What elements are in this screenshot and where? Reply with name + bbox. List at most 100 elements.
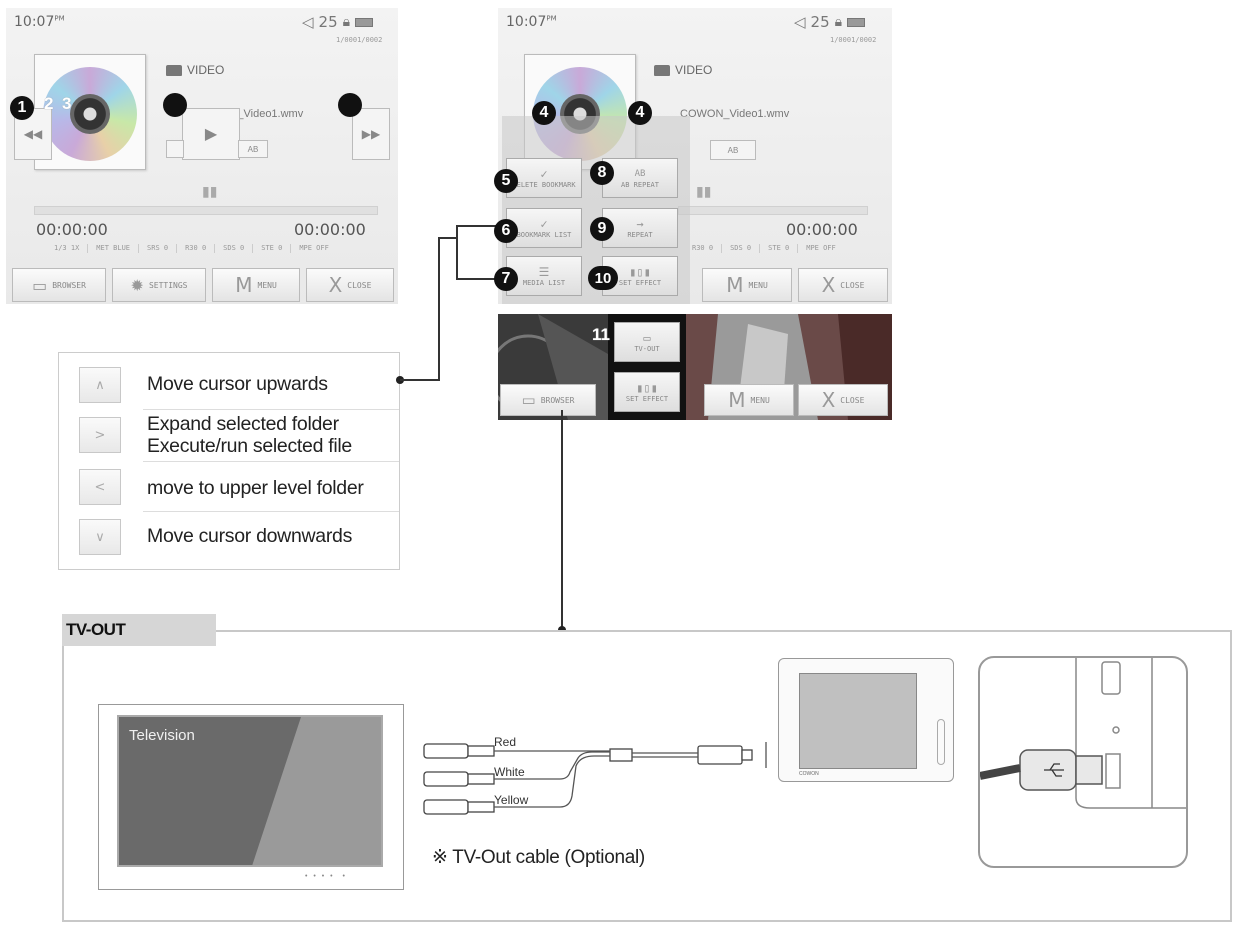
option-button[interactable] xyxy=(166,140,184,158)
menu-icon: M xyxy=(728,388,746,412)
bookmark-list-button[interactable]: ✓BOOKMARK LIST xyxy=(506,208,582,248)
callout-badge-7: 7 xyxy=(494,267,518,291)
tv-out-button[interactable]: ▭TV-OUT xyxy=(614,322,680,362)
ab-button[interactable]: AB xyxy=(710,140,756,160)
forward-button[interactable]: ▶▶ xyxy=(352,108,390,160)
volume-level: 25 xyxy=(318,13,338,31)
equalizer-icon: ▮▯▮ xyxy=(629,264,651,279)
progress-bar[interactable] xyxy=(678,206,868,215)
file-counter: 1/0001/0002 xyxy=(336,36,383,44)
total-time: 00:00:00 xyxy=(294,220,366,239)
file-name: COWON_Video1.wmv xyxy=(680,108,790,120)
settings-button[interactable]: ✹SETTINGS xyxy=(112,268,206,302)
callout-badge-4a: 4 xyxy=(532,101,556,125)
browser-button[interactable]: ▭BROWSER xyxy=(12,268,106,302)
check-icon: ✓ xyxy=(540,166,548,181)
folder-icon: ▭ xyxy=(521,391,536,409)
folder-icon xyxy=(166,64,182,76)
lock-icon: 🔒︎ xyxy=(834,14,843,30)
volume-level: 25 xyxy=(810,13,830,31)
player-device-illustration: COWON xyxy=(778,658,954,782)
callout-number-2: 2 xyxy=(44,94,54,113)
television-illustration: Television • • • • • xyxy=(98,704,404,890)
check-icon: ✓ xyxy=(540,216,548,231)
progress-bar[interactable] xyxy=(34,206,378,215)
media-list-button[interactable]: ☰MEDIA LIST xyxy=(506,256,582,296)
folder-icon xyxy=(654,64,670,76)
legend-text-right-2: Execute/run selected file xyxy=(147,435,352,457)
set-effect-button[interactable]: ▮▯▮SET EFFECT xyxy=(614,372,680,412)
callout-badge-10: 10 xyxy=(588,266,618,290)
status-clock: 10:07PM xyxy=(506,14,557,30)
tv-out-title: TV-OUT xyxy=(62,614,216,646)
status-indicators: ◁ 25 🔒︎ xyxy=(794,13,866,31)
legend-text-left: move to upper level folder xyxy=(147,477,364,499)
legend-text-right: Expand selected folder xyxy=(147,413,339,435)
tv-indicator-dots: • • • • • xyxy=(305,873,347,880)
status-indicators: ◁ 25 🔒︎ xyxy=(302,13,374,31)
callout-badge-1: 1 xyxy=(10,96,34,120)
down-key-icon: ∨ xyxy=(79,519,121,555)
key-legend: ∧ Move cursor upwards > Expand selected … xyxy=(58,352,400,570)
folder-icon: ▭ xyxy=(32,275,48,295)
menu-icon: M xyxy=(726,273,744,297)
gear-icon: ✹ xyxy=(130,275,144,295)
cable-label-white: White xyxy=(494,765,525,779)
legend-text-up: Move cursor upwards xyxy=(147,373,328,395)
callout-badge-4b: 4 xyxy=(628,101,652,125)
cable-label-yellow: Yellow xyxy=(494,793,529,807)
volume-icon: ◁ xyxy=(794,13,806,31)
battery-icon xyxy=(355,17,374,27)
ab-button[interactable]: AB xyxy=(238,140,268,158)
status-clock: 10:07PM xyxy=(14,14,65,30)
file-counter: 1/0001/0002 xyxy=(830,36,877,44)
callout-badge-play xyxy=(163,93,187,117)
callout-badge-9: 9 xyxy=(590,217,614,241)
callout-number-3: 3 xyxy=(62,94,72,113)
list-icon: ☰ xyxy=(538,264,550,279)
cable-note: ※ TV-Out cable (Optional) xyxy=(432,847,645,868)
device-brand: COWON xyxy=(799,771,819,777)
tv-out-cable xyxy=(423,742,767,815)
pause-indicator: ▮▮ xyxy=(202,183,218,199)
pause-indicator: ▮▮ xyxy=(696,183,712,199)
port-closeup xyxy=(978,656,1188,868)
browser-button[interactable]: ▭BROWSER xyxy=(500,384,596,416)
callout-number-11: 11 xyxy=(592,325,610,344)
callout-badge-6: 6 xyxy=(494,219,518,243)
player-screen-main: 10:07PM ◁ 25 🔒︎ 1/0001/0002 VIDEO COWON_… xyxy=(6,8,398,304)
equalizer-icon: ▮▯▮ xyxy=(636,380,658,395)
television-label: Television xyxy=(129,727,195,744)
folder-name: VIDEO xyxy=(166,63,224,77)
callout-badge-forward xyxy=(338,93,362,117)
menu-icon: M xyxy=(235,273,253,297)
left-key-icon: < xyxy=(79,469,121,505)
ab-icon: AB xyxy=(634,168,646,179)
callout-badge-8: 8 xyxy=(590,161,614,185)
close-icon: X xyxy=(328,273,343,297)
arrow-right-icon: → xyxy=(636,216,644,231)
right-key-icon: > xyxy=(79,417,121,453)
elapsed-time: 00:00:00 xyxy=(36,220,108,239)
tv-icon: ▭ xyxy=(643,330,651,345)
delete-bookmark-button[interactable]: ✓DELETE BOOKMARK xyxy=(506,158,582,198)
folder-name: VIDEO xyxy=(654,63,712,77)
album-art xyxy=(34,54,146,170)
lock-icon: 🔒︎ xyxy=(342,14,351,30)
up-key-icon: ∧ xyxy=(79,367,121,403)
play-button[interactable]: ▶ xyxy=(182,108,240,160)
battery-icon xyxy=(847,17,866,27)
close-icon: X xyxy=(821,388,836,412)
close-icon: X xyxy=(821,273,836,297)
player-screen-menu: 10:07PM ◁ 25 🔒︎ 1/0001/0002 VIDEO COWON_… xyxy=(498,8,892,304)
volume-icon: ◁ xyxy=(302,13,314,31)
